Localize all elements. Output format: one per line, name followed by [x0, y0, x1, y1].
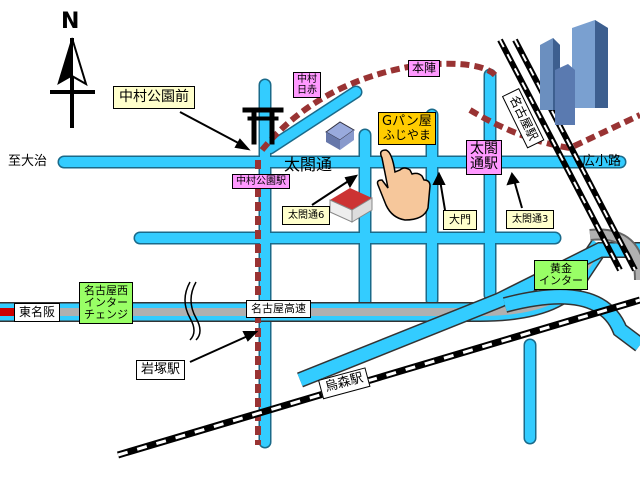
kogane-line2: インター [539, 274, 583, 288]
railways [117, 38, 640, 459]
hospital-building-icon [325, 121, 355, 150]
compass-letter: N [61, 9, 80, 34]
nagoya-kosoku-label: 名古屋高速 [246, 300, 311, 319]
iwatsuka-station-label: 岩塚駅 [136, 360, 186, 381]
shop-label: Gパン屋 ふじやま [378, 112, 436, 146]
expressway [0, 228, 640, 388]
kogane-interchange: 黄金 インター [534, 260, 588, 291]
taikodori-street-label: 太閤通 [284, 155, 333, 174]
taikodori-station-line1: 太閤 [470, 141, 498, 157]
nakamura-koen-station: 中村公園駅 [232, 174, 290, 189]
nagoya-nishi-interchange: 名古屋西 インター チェンジ [79, 282, 133, 325]
daimon-label: 大門 [443, 210, 477, 231]
shop-line1: Gパン屋 [382, 114, 432, 129]
leader-lines [179, 111, 523, 363]
honjin-station: 本陣 [408, 60, 441, 78]
skyscrapers-icon [540, 20, 608, 125]
nakamura-nisseki-line2: 日赤 [297, 85, 317, 96]
school-building-icon [329, 188, 373, 223]
north-arrow-icon [50, 37, 95, 128]
nakamura-nisseki-line1: 中村 [297, 74, 317, 85]
nagoya-nishi-line3: チェンジ [84, 308, 128, 322]
torii-gate-icon [242, 107, 284, 145]
nagoya-nishi-line2: インター [84, 296, 128, 310]
taikodori-station-line2: 通駅 [470, 156, 498, 173]
kogane-line1: 黄金 [550, 262, 572, 275]
pointing-hand-icon [376, 149, 431, 221]
taikodori-station: 太閤 通駅 [466, 140, 502, 175]
nakamura-koen-mae-label: 中村公園前 [113, 86, 195, 110]
taikodori6-label: 太閤通6 [282, 206, 331, 225]
taikodori3-label: 太閤通3 [506, 210, 555, 229]
nakamura-nisseki-station: 中村 日赤 [293, 72, 321, 98]
break-mark [184, 281, 201, 341]
shop-line2: ふじやま [382, 128, 431, 143]
hirokoji-label: 広小路 [582, 154, 622, 169]
to-ojiji-label: 至大治 [8, 154, 48, 169]
nagoya-nishi-line1: 名古屋西 [84, 284, 128, 297]
higashi-meihan-label: 東名阪 [14, 303, 61, 323]
